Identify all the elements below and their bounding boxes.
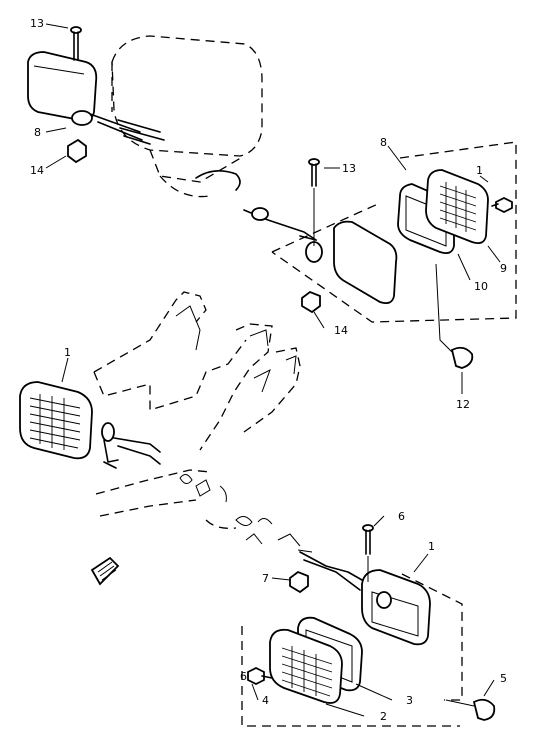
headlight-housing-outline — [111, 35, 263, 198]
callout-6: 6 — [398, 510, 405, 523]
nut-14-left — [67, 138, 87, 164]
callout-leaders — [45, 23, 501, 717]
callout-6-bottom: 6 — [240, 670, 247, 683]
wiring-harness-upper — [117, 119, 317, 241]
turn-signal-assembly-box-8 — [271, 141, 517, 323]
callout-14-left: 14 — [30, 164, 44, 177]
callout-7: 7 — [262, 572, 269, 585]
callout-9: 9 — [500, 262, 507, 275]
wiring-harness-lower — [299, 551, 363, 591]
callout-5: 5 — [500, 672, 507, 685]
screw-1-right — [491, 196, 513, 214]
bolt-13-mid — [308, 158, 320, 246]
callout-1-left: 1 — [64, 346, 71, 359]
turn-signal-stay-right — [299, 235, 323, 263]
callout-1-top: 1 — [476, 164, 483, 177]
bolt-13-top — [70, 26, 82, 61]
lens-9-right — [425, 169, 489, 245]
callout-14-mid: 14 — [334, 324, 348, 337]
callout-13-mid: 13 — [342, 162, 356, 175]
callout-3: 3 — [406, 694, 413, 707]
frame-outline — [93, 291, 301, 529]
lens-2-bottom — [269, 628, 343, 704]
turn-signal-housing-bottom — [361, 569, 431, 646]
nut-7 — [289, 570, 309, 594]
callout-8-left: 8 — [34, 126, 41, 139]
callout-4: 4 — [262, 694, 269, 707]
small-hardware-cluster — [179, 474, 313, 553]
callout-13-top: 13 — [30, 17, 44, 30]
turn-signal-left-middle — [19, 381, 93, 460]
bolt-6 — [362, 524, 374, 582]
bulb-12 — [435, 263, 474, 369]
front-left-turn-signal — [27, 51, 98, 122]
bulb-5 — [445, 698, 496, 721]
callout-1-bottom: 1 — [428, 540, 435, 553]
wiring-harness-middle — [101, 422, 161, 469]
nut-14-mid — [301, 290, 321, 314]
callout-2: 2 — [380, 710, 387, 723]
callout-labels: 13 8 14 8 13 1 9 10 14 12 1 6 1 7 5 6 4 … — [30, 17, 507, 723]
turn-signal-assembly-box-1-bottom — [241, 573, 463, 727]
screw-4 — [247, 666, 273, 686]
callout-8-group: 8 — [380, 136, 387, 149]
turn-signal-stay-left — [71, 110, 143, 141]
callout-10: 10 — [474, 280, 488, 293]
turn-signal-lens-right — [333, 220, 398, 305]
callout-12: 12 — [456, 398, 470, 411]
clamp-bracket — [90, 556, 120, 586]
